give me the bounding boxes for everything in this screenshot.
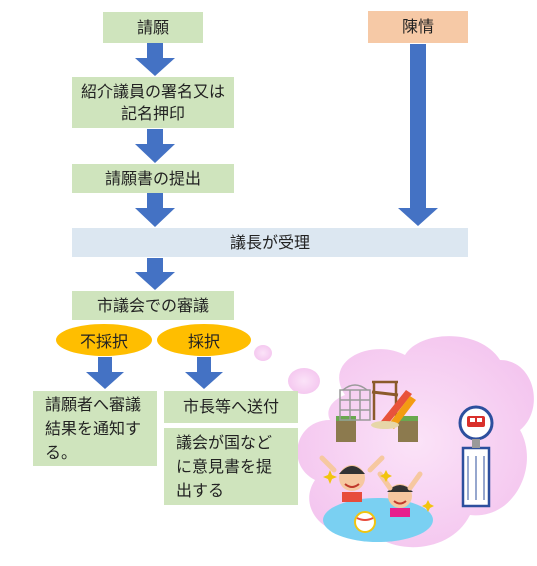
arrow-down-1 [135, 43, 175, 76]
adopt-oval: 採択 [157, 324, 251, 356]
notify-box: 請願者へ審議結果を通知する。 [33, 391, 157, 466]
arrow-down-4 [135, 258, 175, 290]
arrow-down-2 [135, 129, 175, 163]
opinion-box: 議会が国などに意見書を提出する [164, 428, 298, 505]
council-review-box: 市議会での審議 [72, 291, 234, 320]
arrow-down-reject [86, 357, 124, 389]
send-to-mayor-box: 市長等へ送付 [164, 391, 298, 423]
arrow-down-appeal [398, 44, 438, 226]
submit-box: 請願書の提出 [72, 164, 234, 193]
arrow-down-3 [135, 193, 175, 227]
chair-receive-box: 議長が受理 [72, 228, 468, 257]
reject-oval: 不採択 [56, 324, 152, 356]
petition-box: 請願 [103, 12, 203, 43]
appeal-box: 陳情 [368, 11, 468, 43]
flow-arrows [86, 43, 438, 389]
kids-swimming-icon [319, 455, 434, 542]
introduce-box: 紹介議員の署名又は記名押印 [72, 77, 234, 128]
playground-icon [336, 380, 418, 442]
bus-stop-icon [458, 405, 494, 508]
arrow-down-adopt [185, 357, 223, 389]
